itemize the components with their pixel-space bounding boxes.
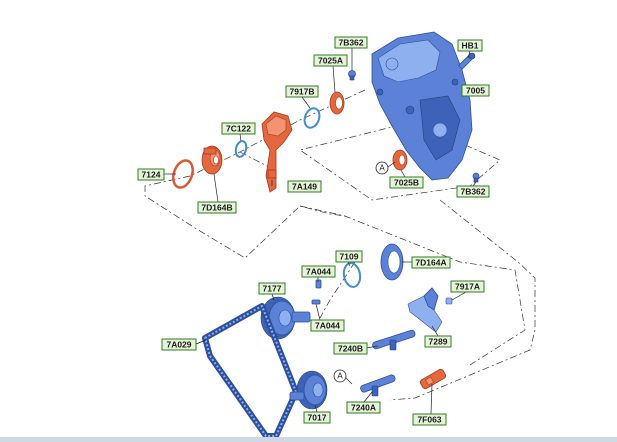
part-label-7A029[interactable]: 7A029	[161, 338, 197, 351]
svg-text:7A029: 7A029	[166, 340, 191, 350]
svg-text:7C122: 7C122	[226, 124, 251, 134]
part-label-7005[interactable]: 7005	[461, 84, 490, 97]
actuator-7F063[interactable]	[419, 368, 447, 390]
part-label-7124[interactable]: 7124	[137, 168, 165, 181]
part-label-7B362-bottom[interactable]: 7B362	[456, 185, 490, 198]
part-label-7A044-bottom[interactable]: 7A044	[310, 319, 345, 332]
part-label-7289[interactable]: 7289	[424, 335, 452, 348]
transmission-case-7005[interactable]	[371, 31, 473, 181]
svg-text:7F063: 7F063	[417, 415, 441, 425]
part-label-7D164A[interactable]: 7D164A	[411, 256, 451, 269]
part-label-7025A[interactable]: 7025A	[313, 54, 348, 67]
svg-text:7D164A: 7D164A	[415, 258, 446, 268]
part-label-7109[interactable]: 7109	[335, 250, 363, 263]
svg-text:A: A	[379, 164, 385, 173]
part-label-7917A[interactable]: 7917A	[450, 280, 485, 293]
svg-text:7B362: 7B362	[460, 187, 485, 197]
bottom-scroll-strip	[0, 437, 617, 442]
shift-rail-7240A[interactable]	[360, 374, 396, 397]
pin-7A044-top[interactable]	[315, 279, 322, 289]
svg-text:7025A: 7025A	[318, 56, 343, 66]
sprocket-7017[interactable]	[289, 370, 328, 410]
part-label-7240B[interactable]: 7240B	[333, 342, 368, 355]
ring-7124[interactable]	[170, 158, 196, 190]
svg-text:7177: 7177	[263, 284, 282, 294]
bolt-HB1[interactable]	[458, 52, 476, 70]
svg-text:7A044: 7A044	[315, 321, 340, 331]
pin-7A044-bottom[interactable]	[311, 299, 321, 305]
svg-text:7124: 7124	[142, 170, 161, 180]
part-label-7025B[interactable]: 7025B	[389, 176, 424, 189]
seal-7025B[interactable]	[392, 149, 408, 171]
clip-7917A[interactable]	[445, 297, 453, 305]
part-label-7C122[interactable]: 7C122	[221, 122, 256, 135]
svg-text:7240B: 7240B	[338, 344, 363, 354]
shift-lever-7A149[interactable]	[261, 111, 293, 193]
svg-text:7109: 7109	[340, 252, 359, 262]
part-label-7917B[interactable]: 7917B	[285, 85, 319, 98]
drive-chain-7A029[interactable]	[202, 303, 299, 439]
hub-7D164B[interactable]	[201, 145, 223, 175]
part-label-7177[interactable]: 7177	[258, 282, 286, 295]
part-label-7017[interactable]: 7017	[303, 411, 331, 424]
ring-7D164A[interactable]	[380, 243, 404, 281]
svg-text:7025B: 7025B	[394, 178, 419, 188]
plug-7B362-bottom[interactable]	[472, 172, 480, 183]
seal-7025A[interactable]	[329, 91, 345, 115]
part-label-7A149[interactable]: 7A149	[287, 180, 322, 193]
svg-text:7240A: 7240A	[351, 403, 376, 413]
svg-text:7289: 7289	[429, 337, 448, 347]
shift-rail-7240B[interactable]	[372, 329, 416, 351]
part-label-7B362-top[interactable]: 7B362	[334, 36, 368, 49]
svg-text:7005: 7005	[466, 86, 485, 96]
part-label-7D164B[interactable]: 7D164B	[197, 201, 237, 214]
svg-text:7917A: 7917A	[455, 282, 480, 292]
svg-text:7A149: 7A149	[292, 182, 317, 192]
snap-ring-7917B[interactable]	[302, 106, 322, 130]
svg-text:HB1: HB1	[461, 41, 478, 51]
part-label-7F063[interactable]: 7F063	[412, 413, 447, 426]
svg-text:7917B: 7917B	[289, 87, 314, 97]
svg-text:7A044: 7A044	[306, 267, 331, 277]
plug-7B362-top[interactable]	[348, 70, 356, 81]
svg-text:A: A	[337, 372, 343, 381]
svg-text:7D164B: 7D164B	[201, 203, 232, 213]
leader-lines	[164, 48, 477, 415]
part-label-7240A[interactable]: 7240A	[346, 401, 381, 414]
snap-ring-7109[interactable]	[342, 262, 362, 288]
callout-a-bottom: A	[333, 369, 347, 383]
svg-text:7017: 7017	[308, 413, 327, 423]
shift-fork-7289[interactable]	[407, 287, 443, 333]
part-label-HB1[interactable]: HB1	[457, 39, 483, 52]
callout-a-top: A	[375, 161, 389, 175]
part-label-7A044-top[interactable]: 7A044	[301, 265, 336, 278]
snap-ring-7C122[interactable]	[234, 140, 248, 158]
svg-text:7B362: 7B362	[338, 38, 363, 48]
